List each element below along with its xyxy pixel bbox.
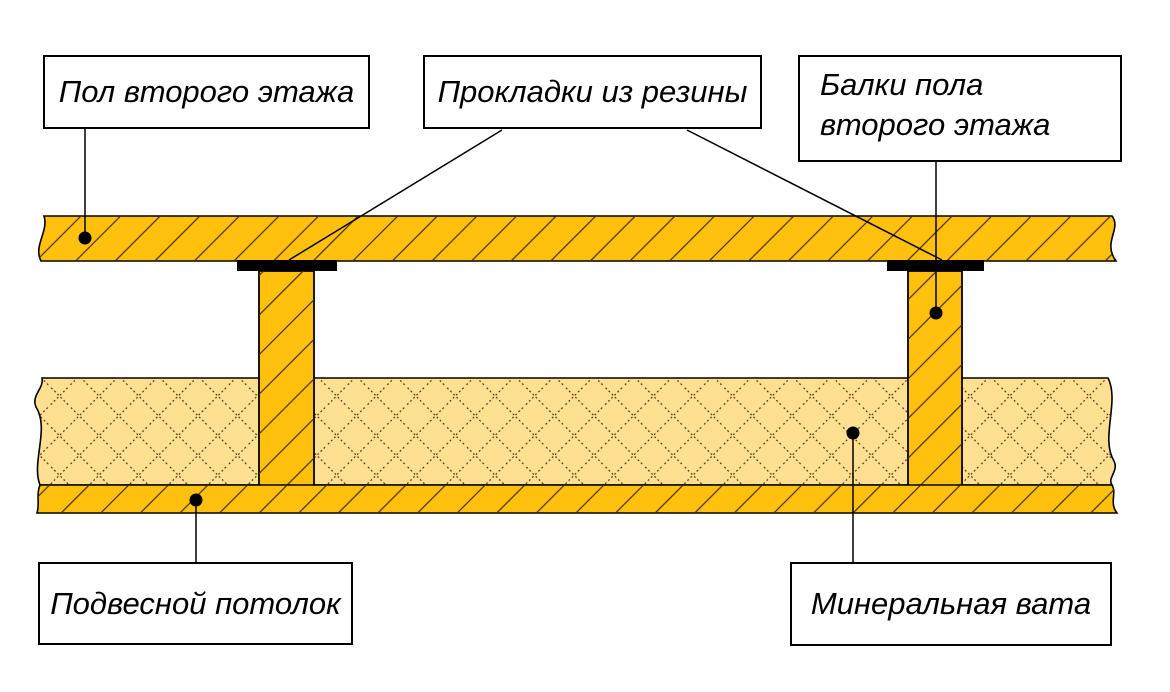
floor-slab xyxy=(37,215,1117,262)
leader-dot-beam xyxy=(929,306,943,320)
rubber-pad-left xyxy=(237,260,337,271)
leader-dot-wool xyxy=(846,426,860,440)
beam-left-hatch xyxy=(259,271,314,487)
beam-left xyxy=(258,270,315,488)
label-wool-text: Минеральная вата xyxy=(810,586,1092,621)
label-wool: Минеральная вата xyxy=(790,562,1112,646)
label-floor-text: Пол второго этажа xyxy=(58,74,355,109)
beam-right-hatch xyxy=(908,271,962,487)
label-beams-text: Балки пола второго этажа xyxy=(820,67,1051,142)
label-ceiling: Подвесной потолок xyxy=(38,562,353,645)
leader-line-gasket-right xyxy=(686,129,943,261)
beam-right xyxy=(907,270,963,488)
label-floor: Пол второго этажа xyxy=(43,55,370,129)
label-gaskets: Прокладки из резины xyxy=(423,55,762,129)
label-ceiling-text: Подвесной потолок xyxy=(50,585,341,621)
label-beams: Балки пола второго этажа xyxy=(798,55,1122,162)
label-gaskets-text: Прокладки из резины xyxy=(437,74,748,109)
leader-dot-floor xyxy=(78,231,92,245)
floor-slab-hatch xyxy=(38,216,1116,261)
leader-dot-ceiling xyxy=(189,493,203,507)
leader-line-gasket-left xyxy=(288,129,503,261)
